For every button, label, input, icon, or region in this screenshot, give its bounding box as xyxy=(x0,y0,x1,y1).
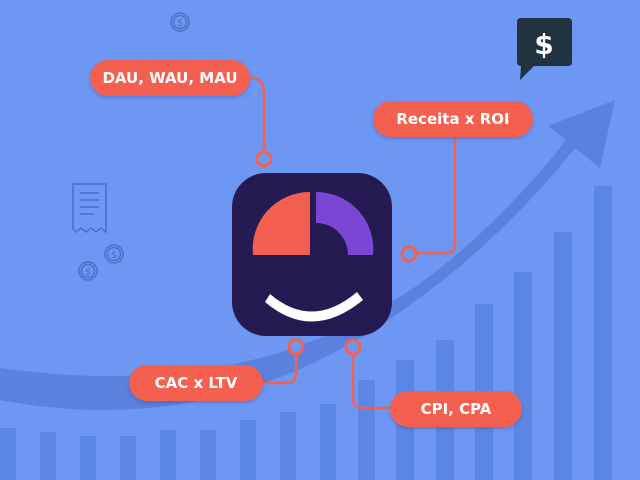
svg-text:$: $ xyxy=(534,28,553,61)
metric-label-cpi-cpa: CPI, CPA xyxy=(390,391,522,427)
connector-lines xyxy=(249,76,457,410)
svg-text:$: $ xyxy=(177,18,183,29)
analytics-app-icon xyxy=(232,173,392,336)
metric-label-cac-ltv: CAC x LTV xyxy=(129,365,263,401)
dollar-coin-icon: $ xyxy=(170,12,190,32)
connector-dots xyxy=(255,150,418,356)
dollar-chat-icon: $ xyxy=(517,18,572,80)
background-bar-chart xyxy=(0,186,612,480)
metric-label-receita-roi: Receita x ROI xyxy=(373,101,533,137)
dollar-coin-icon: $ xyxy=(104,244,124,264)
receipt-icon xyxy=(72,183,107,234)
dollar-coin-icon: $ xyxy=(78,261,98,281)
svg-text:$: $ xyxy=(111,250,117,261)
svg-text:$: $ xyxy=(85,267,91,278)
trend-arrow-icon xyxy=(0,100,615,410)
metric-label-dau-wau-mau: DAU, WAU, MAU xyxy=(90,60,250,96)
